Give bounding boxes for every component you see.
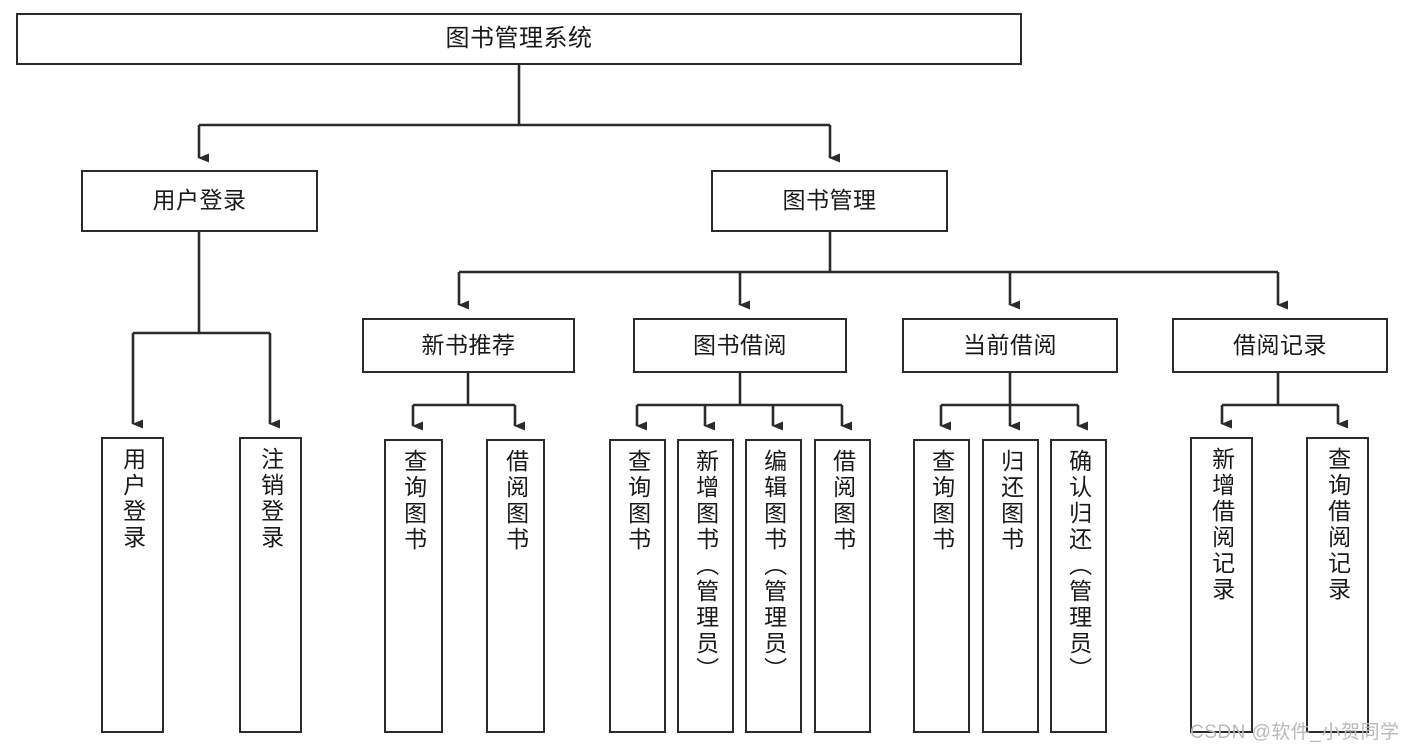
node-book-management-label: 图书管理 — [782, 187, 877, 214]
leaf-node-query-book-current[interactable]: 查询图书 — [913, 439, 970, 733]
node-current-borrow[interactable]: 当前借阅 — [902, 318, 1118, 373]
leaf-node-logout[interactable]: 注销登录 — [239, 437, 302, 733]
node-book-borrow-label: 图书借阅 — [693, 331, 787, 358]
leaf-node-query-borrow-record[interactable]: 查询借阅记录 — [1306, 437, 1369, 733]
leaf-node-add-borrow-record-label: 新增借阅记录 — [1208, 447, 1235, 603]
csdn-watermark: CSDN @软件_小贺同学 — [1190, 722, 1400, 743]
leaf-node-edit-book-admin[interactable]: 编辑图书（管理员） — [745, 439, 802, 733]
node-user-login-label: 用户登录 — [152, 187, 247, 214]
leaf-node-query-book-borrow[interactable]: 查询图书 — [609, 439, 666, 733]
leaf-node-borrow-book-newbook-label: 借阅图书 — [502, 449, 529, 553]
node-book-management[interactable]: 图书管理 — [711, 170, 948, 232]
node-root-label: 图书管理系统 — [445, 24, 593, 52]
leaf-node-add-book-admin-label: 新增图书（管理员） — [692, 449, 719, 683]
node-new-book-recommend-label: 新书推荐 — [421, 331, 516, 358]
leaf-node-edit-book-admin-label: 编辑图书（管理员） — [760, 449, 787, 683]
node-borrow-records[interactable]: 借阅记录 — [1172, 318, 1388, 373]
leaf-node-logout-label: 注销登录 — [257, 447, 284, 551]
leaf-node-query-book-borrow-label: 查询图书 — [624, 449, 651, 553]
leaf-node-add-book-admin[interactable]: 新增图书（管理员） — [677, 439, 734, 733]
leaf-node-user-login-label: 用户登录 — [119, 447, 146, 551]
leaf-node-query-book-newbook[interactable]: 查询图书 — [384, 439, 443, 733]
leaf-node-user-login[interactable]: 用户登录 — [101, 437, 164, 733]
node-borrow-records-label: 借阅记录 — [1233, 331, 1327, 358]
leaf-node-confirm-return-admin-label: 确认归还（管理员） — [1065, 449, 1092, 683]
leaf-node-return-book-label: 归还图书 — [997, 449, 1024, 553]
leaf-node-query-borrow-record-label: 查询借阅记录 — [1324, 447, 1351, 603]
node-new-book-recommend[interactable]: 新书推荐 — [362, 318, 575, 373]
node-root[interactable]: 图书管理系统 — [16, 13, 1022, 65]
leaf-node-borrow-book[interactable]: 借阅图书 — [814, 439, 871, 733]
node-current-borrow-label: 当前借阅 — [963, 331, 1057, 358]
leaf-node-add-borrow-record[interactable]: 新增借阅记录 — [1190, 437, 1253, 733]
leaf-node-confirm-return-admin[interactable]: 确认归还（管理员） — [1050, 439, 1107, 733]
node-user-login[interactable]: 用户登录 — [81, 170, 318, 232]
leaf-node-query-book-current-label: 查询图书 — [928, 449, 955, 553]
node-book-borrow[interactable]: 图书借阅 — [633, 318, 847, 373]
leaf-node-borrow-book-label: 借阅图书 — [829, 449, 856, 553]
leaf-node-borrow-book-newbook[interactable]: 借阅图书 — [486, 439, 545, 733]
leaf-node-return-book[interactable]: 归还图书 — [982, 439, 1039, 733]
leaf-node-query-book-newbook-label: 查询图书 — [400, 449, 427, 553]
